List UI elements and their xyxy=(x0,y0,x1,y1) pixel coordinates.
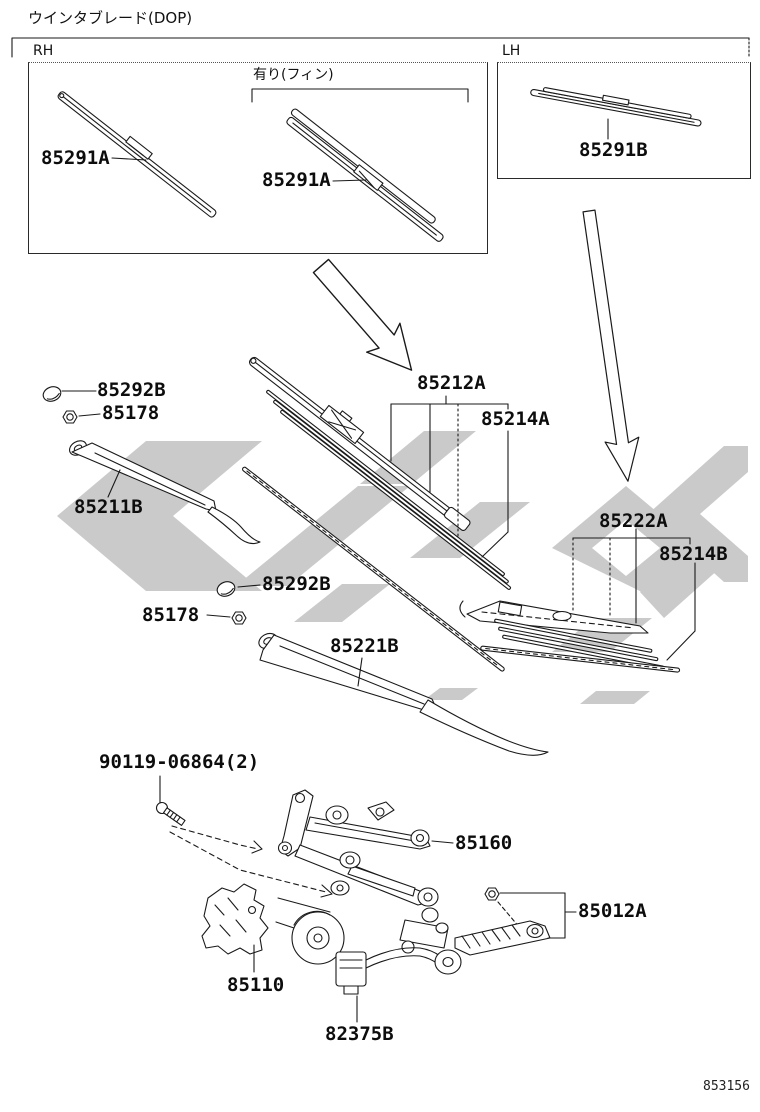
leader-85214b xyxy=(666,562,696,661)
connector-harness-group xyxy=(335,947,462,1023)
direction-arrow-rear xyxy=(582,209,640,482)
part-label-blade-rubber-front: 85214A xyxy=(481,408,550,430)
part-label-wiper-arm-rh: 85211B xyxy=(74,496,143,518)
part-label-wiper-motor: 85110 xyxy=(227,974,285,996)
part-label-blade-assembly-rear: 85222A xyxy=(599,510,668,532)
pivot-nut-rear-icon xyxy=(206,611,247,625)
part-label-arm-cap-front: 85292B xyxy=(97,379,166,401)
fin-note-bracket xyxy=(251,88,469,103)
bolt-icon xyxy=(155,775,333,898)
wiper-blade-lh xyxy=(530,87,702,140)
part-label-arm-nut-front: 85178 xyxy=(102,402,160,424)
part-label-blade-rh: 85291A xyxy=(41,147,110,169)
direction-arrow-front xyxy=(312,258,413,371)
fin-note: 有り(フィン) xyxy=(253,67,334,83)
wiper-blade-rh xyxy=(57,91,217,218)
pivot-cap-rear-icon xyxy=(216,581,261,597)
front-blade-exploded xyxy=(242,356,512,672)
page-title: ウインタブレード(DOP) xyxy=(28,9,193,27)
wiper-motor-group xyxy=(201,883,345,973)
figure-number: 853156 xyxy=(703,1079,750,1094)
leader-85222a xyxy=(572,528,691,624)
wiper-blade-rh-fin xyxy=(286,108,444,242)
watermark xyxy=(57,431,748,704)
part-label-wiper-link: 85160 xyxy=(455,832,513,854)
part-label-bolt: 90119-06864(2) xyxy=(99,751,260,773)
pivot-cap-front-icon xyxy=(42,386,97,402)
part-label-motor-bracket: 85012A xyxy=(578,900,647,922)
part-label-wiper-arm-lh: 85221B xyxy=(330,635,399,657)
part-label-blade-rh-fin: 85291A xyxy=(262,169,331,191)
wiper-arm-rh xyxy=(69,440,261,545)
part-label-connector: 82375B xyxy=(325,1023,394,1045)
part-label-arm-nut-rear: 85178 xyxy=(142,604,200,626)
part-label-blade-assembly-front: 85212A xyxy=(417,372,486,394)
rear-blade-exploded xyxy=(459,600,681,673)
pivot-nut-front-icon xyxy=(62,410,101,424)
wiper-arm-lh xyxy=(258,632,549,756)
part-label-blade-lh: 85291B xyxy=(579,139,648,161)
rh-box xyxy=(28,62,488,254)
leader-85214a xyxy=(481,430,509,558)
part-label-blade-rubber-rear: 85214B xyxy=(659,543,728,565)
part-label-arm-cap-rear: 85292B xyxy=(262,573,331,595)
leader-85212a xyxy=(390,395,509,539)
rh-box-label: RH xyxy=(33,43,54,59)
wiper-link-assembly xyxy=(277,789,454,954)
header-rule xyxy=(11,37,750,58)
lh-box xyxy=(497,62,751,179)
motor-bracket-group xyxy=(454,887,577,956)
lh-box-label: LH xyxy=(502,43,521,59)
